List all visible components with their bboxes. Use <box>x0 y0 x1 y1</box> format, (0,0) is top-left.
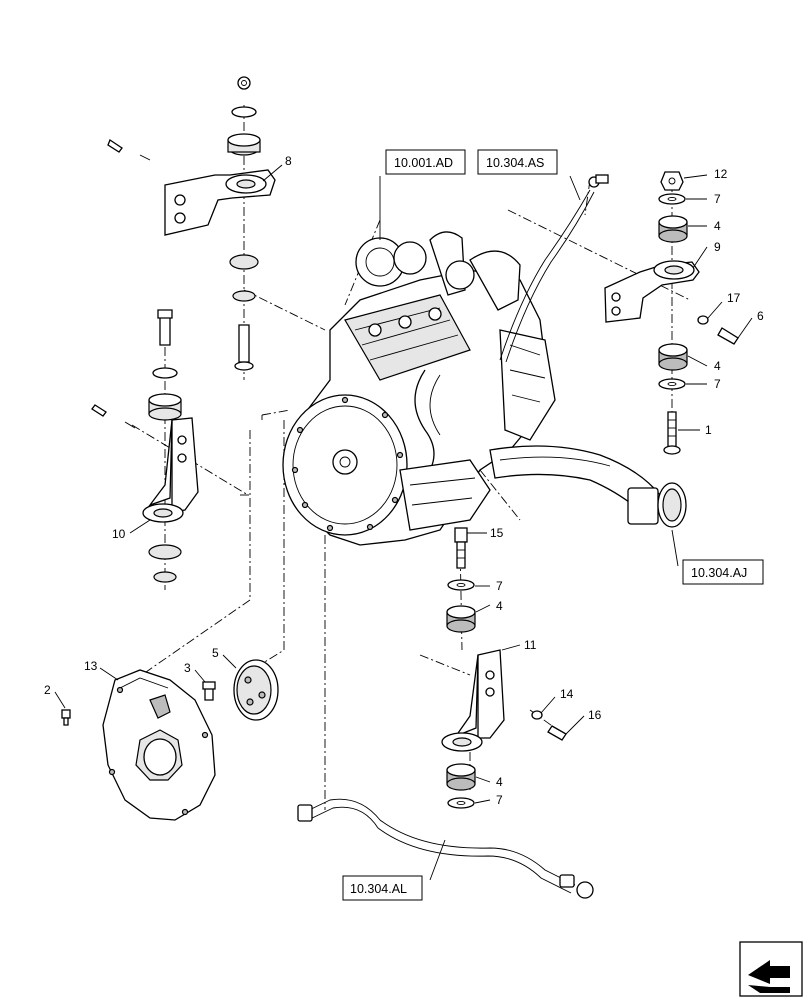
callout-13: 13 <box>84 659 98 673</box>
arrow-bookmark-icon[interactable] <box>739 941 803 997</box>
callout-7-bottom: 7 <box>496 793 503 807</box>
reference-10-001-ad[interactable]: 10.001.AD <box>385 149 466 175</box>
callout-17: 17 <box>727 291 741 305</box>
callout-10: 10 <box>112 527 126 541</box>
flex-plate-assembly <box>61 659 279 821</box>
svg-text:10.304.AL: 10.304.AL <box>350 882 407 896</box>
callout-4-lower: 4 <box>496 599 503 613</box>
callout-7-mid: 7 <box>714 377 721 391</box>
mount-lower-right <box>441 527 567 809</box>
leader-lines <box>54 164 753 881</box>
callout-1: 1 <box>705 423 712 437</box>
mount-upper-left <box>107 76 276 371</box>
callout-16: 16 <box>588 708 602 722</box>
reference-boxes: 10.001.AD 10.304.AS 10.304.AJ 10.304.AL <box>342 149 764 901</box>
svg-text:10.304.AS: 10.304.AS <box>486 156 544 170</box>
callout-9: 9 <box>714 240 721 254</box>
callout-12: 12 <box>714 167 728 181</box>
callouts: 8 12 7 4 9 17 6 4 7 1 10 15 7 4 11 14 16… <box>44 154 764 807</box>
callout-4-mid: 4 <box>714 359 721 373</box>
reference-10-304-as[interactable]: 10.304.AS <box>477 149 558 175</box>
callout-3: 3 <box>184 661 191 675</box>
callout-14: 14 <box>560 687 574 701</box>
lower-harness <box>297 798 594 899</box>
callout-4-bottom: 4 <box>496 775 503 789</box>
svg-text:10.001.AD: 10.001.AD <box>394 156 453 170</box>
callout-8: 8 <box>285 154 292 168</box>
reference-10-304-aj[interactable]: 10.304.AJ <box>682 559 764 585</box>
reference-10-304-al[interactable]: 10.304.AL <box>342 875 423 901</box>
callout-7-upper: 7 <box>714 192 721 206</box>
callout-11: 11 <box>524 638 537 652</box>
callout-7-lower: 7 <box>496 579 503 593</box>
callout-6: 6 <box>757 309 764 323</box>
exhaust-pipe <box>489 445 687 528</box>
mount-right <box>604 171 739 455</box>
callout-2: 2 <box>44 683 51 697</box>
engine-block <box>282 174 609 546</box>
callout-15: 15 <box>490 526 504 540</box>
callout-5: 5 <box>212 646 219 660</box>
svg-text:10.304.AJ: 10.304.AJ <box>691 566 747 580</box>
mount-left <box>91 309 199 583</box>
callout-4-upper: 4 <box>714 219 721 233</box>
